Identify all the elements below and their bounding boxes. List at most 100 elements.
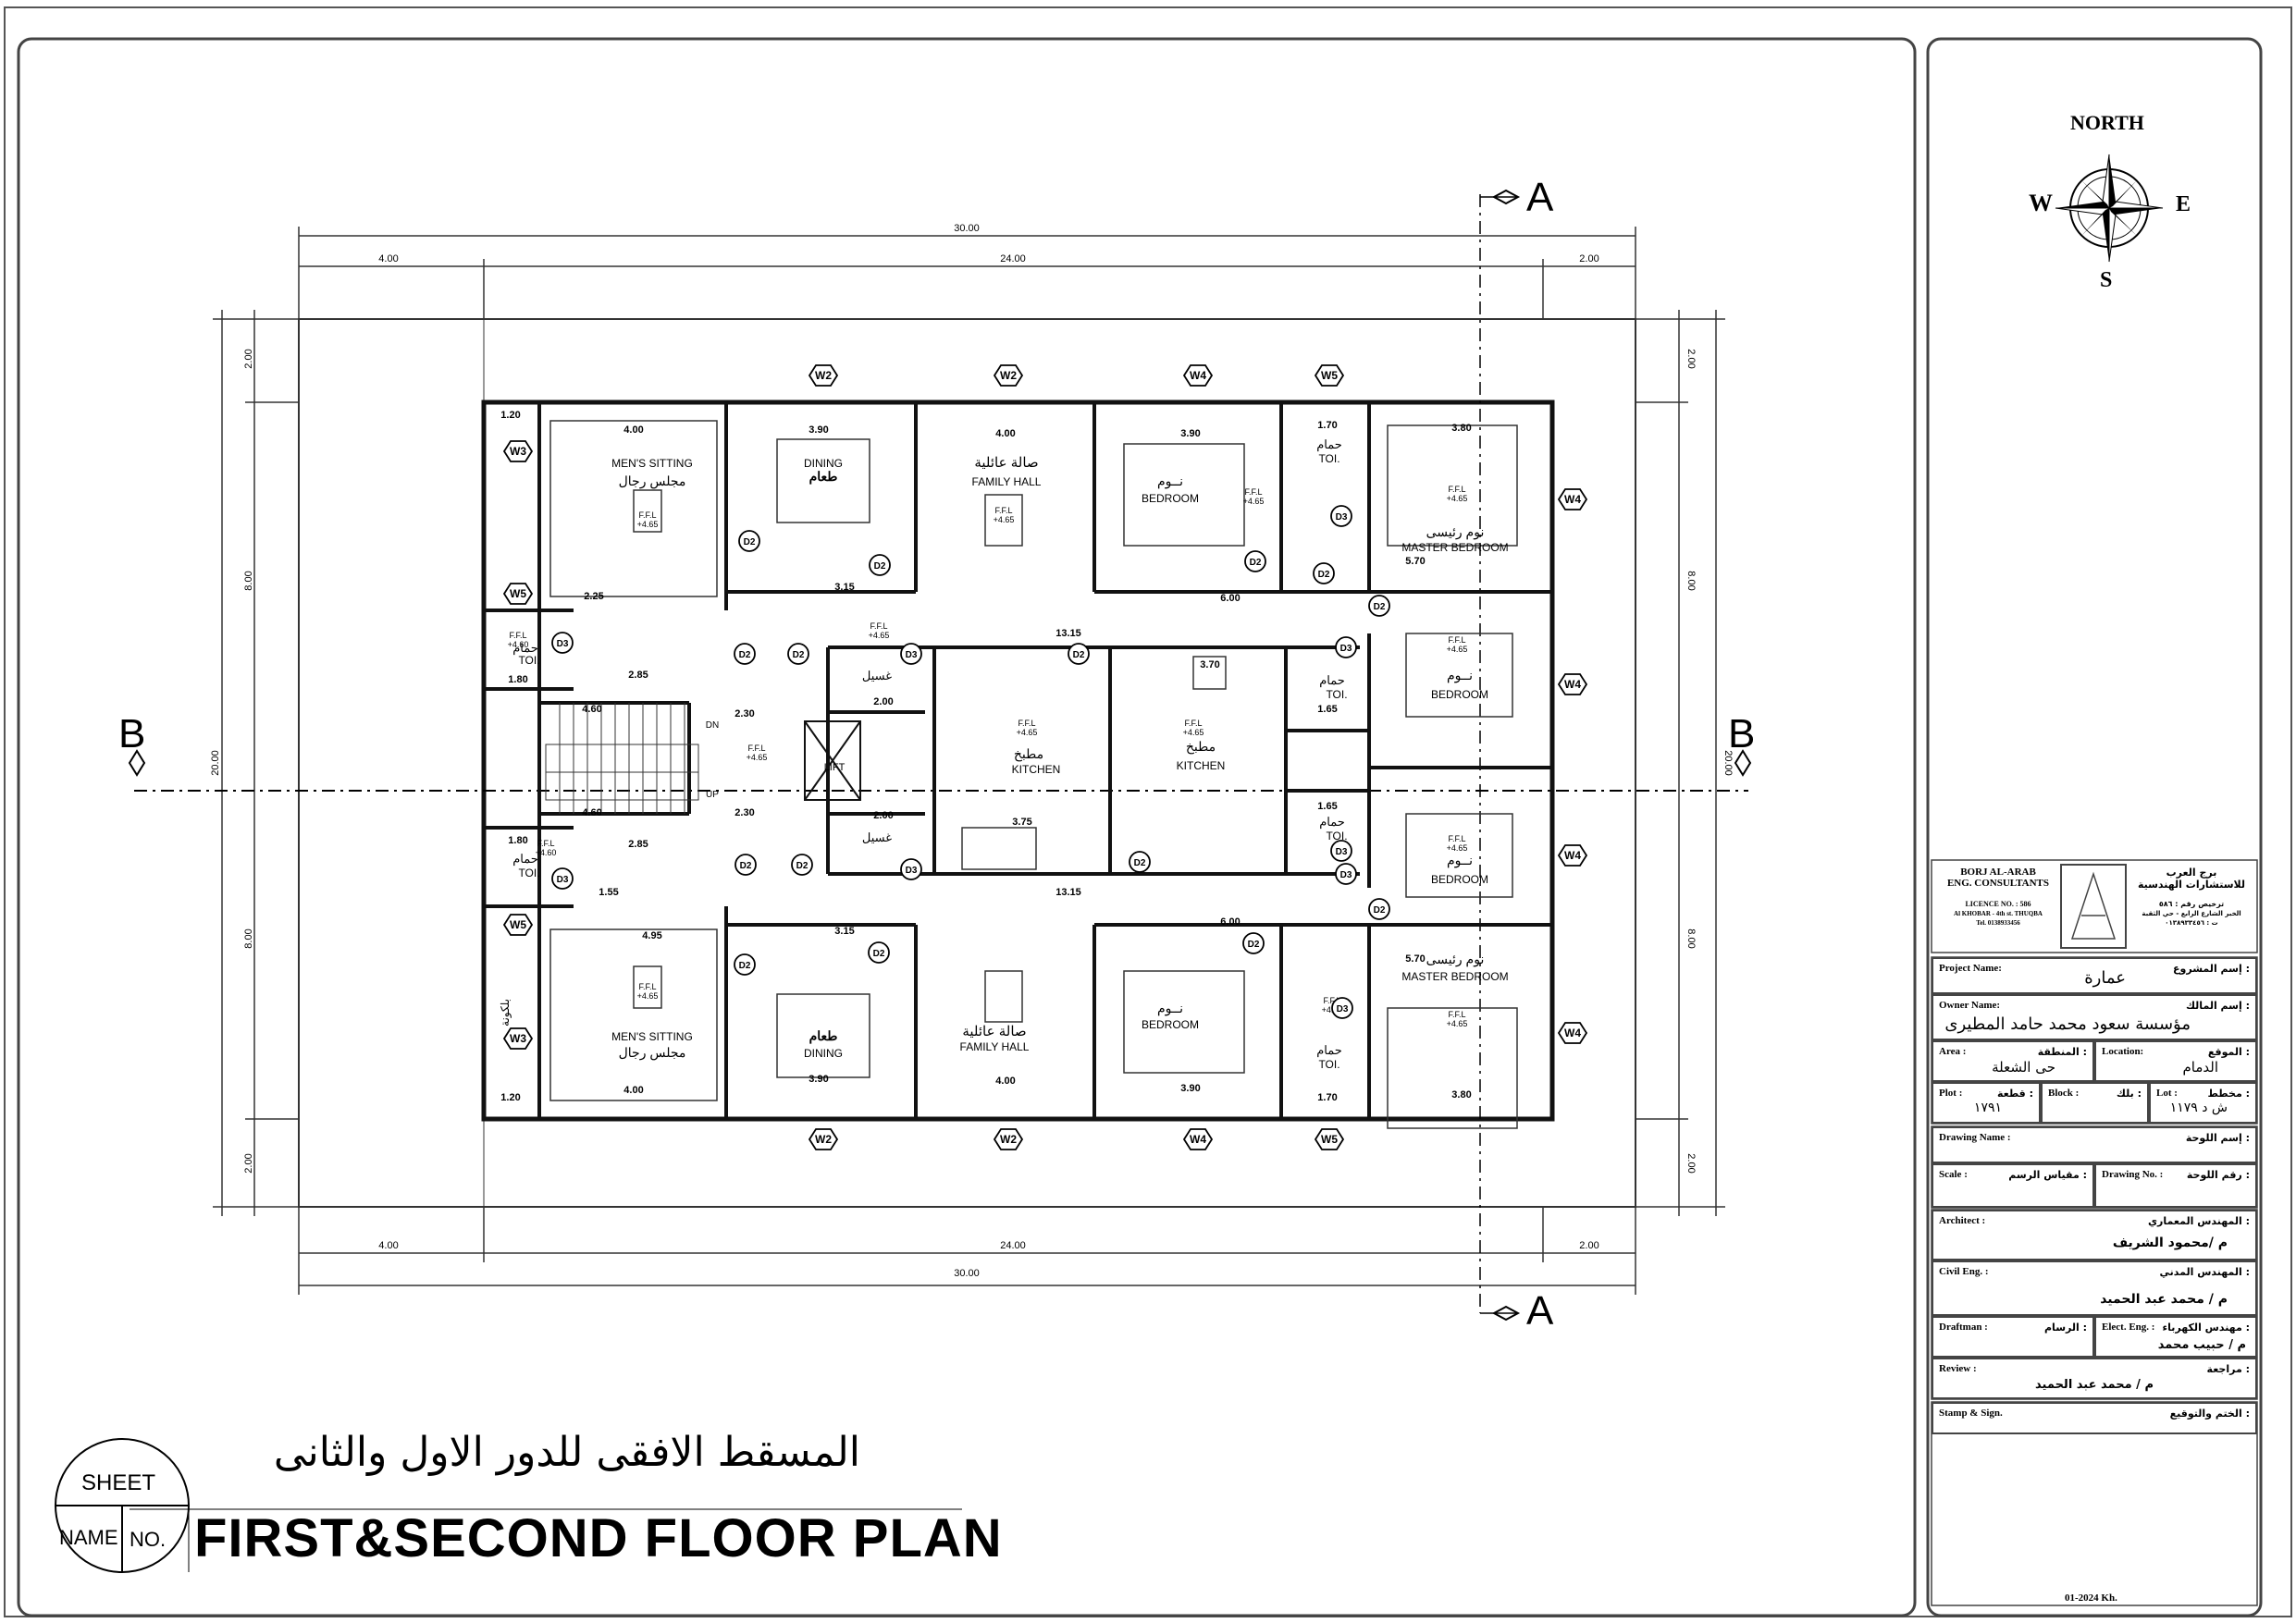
stair-dn-label: DN bbox=[706, 720, 719, 731]
tag-d3-4: D3 bbox=[1340, 870, 1352, 880]
dim-room-120-b: 1.20 bbox=[500, 1092, 520, 1103]
room-toilet-5-en: TOI. bbox=[518, 654, 539, 667]
room-balcony-ar: بلكونة bbox=[499, 999, 512, 1027]
name-label: NAME bbox=[59, 1526, 118, 1549]
tag-d3-5: D3 bbox=[557, 639, 569, 649]
tag-w4-6: W4 bbox=[1564, 1027, 1581, 1039]
room-toilet-6-ar: حمام bbox=[512, 852, 538, 867]
dim-room-225: 2.25 bbox=[584, 591, 603, 602]
dim-room-600-a: 6.00 bbox=[1220, 593, 1240, 604]
ffl-label-7: F.F.L bbox=[1018, 719, 1035, 728]
block-label-ar: بلك : bbox=[2116, 1088, 2142, 1100]
drawing-no-label: Drawing No. : bbox=[2102, 1169, 2164, 1180]
tb-drawing-name-row: Drawing Name : إسم اللوحة : bbox=[1932, 1126, 2257, 1163]
architect-label-ar: المهندس المعماري : bbox=[2147, 1215, 2250, 1227]
room-family-hall-top-en: FAMILY HALL bbox=[972, 475, 1042, 488]
dim-room-285-b: 2.85 bbox=[628, 839, 648, 850]
ffl-label-9: F.F.L bbox=[747, 744, 765, 753]
tel-ar: ت : ٠١٣٨٩٣٣٤٥٦ bbox=[2165, 919, 2218, 927]
elect-value: م / حبيب محمد bbox=[2157, 1338, 2246, 1352]
ffl-label-15: F.F.L bbox=[1448, 1010, 1465, 1019]
ffl-value-14: +4.65 bbox=[1447, 843, 1468, 853]
company-name-en: BORJ AL-ARAB ENG. CONSULTANTS LICENCE NO… bbox=[1938, 867, 2058, 927]
plot-boundary bbox=[298, 318, 1636, 1208]
compass-e-label: E bbox=[2176, 192, 2191, 216]
ffl-label-13: F.F.L bbox=[1323, 996, 1340, 1005]
dim-side-depth-3: 8.00 bbox=[1685, 571, 1697, 590]
room-bedroom-3-en: BEDROOM bbox=[1431, 688, 1488, 701]
ffl-label-14: F.F.L bbox=[1448, 834, 1465, 843]
tag-w2-2: W2 bbox=[1000, 369, 1017, 382]
room-dining-bottom-en: DINING bbox=[804, 1047, 843, 1060]
tb-lot-row: Lot : مخطط : ش د ١١٧٩ bbox=[2149, 1082, 2257, 1124]
dim-room-315-a: 3.15 bbox=[834, 582, 854, 593]
dim-total-depth-right: 20.00 bbox=[1722, 750, 1734, 776]
section-b-left-label: B bbox=[118, 711, 145, 756]
tag-d2-5: D2 bbox=[1374, 602, 1386, 612]
north-label: NORTH bbox=[2070, 111, 2144, 134]
tag-d2-15: D2 bbox=[739, 961, 751, 971]
stair-up-label: UP bbox=[706, 790, 719, 800]
room-bedroom-3-ar: نــوم bbox=[1447, 668, 1473, 683]
dim-room-460-b: 4.60 bbox=[582, 807, 601, 818]
compass-s-label: S bbox=[2100, 268, 2113, 292]
dim-room-200-b: 2.00 bbox=[873, 810, 893, 821]
owner-label: Owner Name: bbox=[1939, 1000, 2001, 1011]
tb-owner-row: Owner Name: إسم المالك : مؤسسة سعود محمد… bbox=[1932, 994, 2257, 1040]
dim-room-165-a: 1.65 bbox=[1317, 704, 1337, 715]
ffl-value-3: +4.65 bbox=[994, 515, 1015, 524]
dim-room-390-b: 3.90 bbox=[1180, 428, 1200, 439]
room-laundry-1-ar: غسيل bbox=[862, 669, 892, 682]
section-lines bbox=[128, 189, 1752, 1322]
tag-w5-1: W5 bbox=[1321, 369, 1338, 382]
tag-w3-1: W3 bbox=[510, 445, 526, 458]
ffl-value-12: +4.65 bbox=[869, 631, 890, 640]
lot-label-ar: مخطط : bbox=[2207, 1088, 2250, 1100]
review-value: م / محمد عبد الحميد bbox=[2035, 1378, 2154, 1392]
area-value: حى الشعلة bbox=[1992, 1059, 2055, 1076]
company-logo-icon bbox=[2070, 871, 2117, 940]
stair bbox=[545, 703, 699, 814]
dim-room-400-b: 4.00 bbox=[623, 1085, 643, 1096]
dim-room-390-c: 3.90 bbox=[1180, 1083, 1200, 1094]
tag-w5-2: W5 bbox=[1321, 1133, 1338, 1146]
dim-room-380-b: 3.80 bbox=[1451, 1089, 1471, 1100]
dim-room-170-a: 1.70 bbox=[1317, 420, 1337, 431]
tag-w4-5: W4 bbox=[1564, 849, 1581, 862]
date-code: 01-2024 Kh. bbox=[2065, 1592, 2117, 1604]
review-label-ar: مراجعة : bbox=[2206, 1363, 2250, 1375]
plot-label-ar: قطعة : bbox=[1996, 1088, 2033, 1100]
tag-d3-6: D3 bbox=[557, 875, 569, 885]
room-kitchen-2-en: KITCHEN bbox=[1177, 759, 1226, 772]
drawing-name-label-ar: إسم اللوحة : bbox=[2185, 1132, 2250, 1144]
ffl-value-7: +4.65 bbox=[1017, 728, 1038, 737]
scale-label: Scale : bbox=[1939, 1169, 1968, 1180]
elect-label-ar: مهندس الكهرباء : bbox=[2162, 1322, 2250, 1334]
tag-w2-4: W2 bbox=[1000, 1133, 1017, 1146]
dim-room-400-c: 4.00 bbox=[995, 428, 1015, 439]
plot-label: Plot : bbox=[1939, 1088, 1963, 1099]
dim-edge-depth-3: 2.00 bbox=[1685, 349, 1697, 368]
tag-d2-14: D2 bbox=[873, 949, 885, 959]
project-name-label-ar: إسم المشروع : bbox=[2173, 963, 2250, 975]
room-laundry-2-ar: غسيل bbox=[862, 830, 892, 844]
tb-project-row: Project Name: إسم المشروع : عمارة bbox=[1932, 957, 2257, 994]
tb-plot-row: Plot : قطعة : ١٧٩١ bbox=[1932, 1082, 2041, 1124]
architect-value: م /محمود الشريف bbox=[2112, 1236, 2228, 1250]
company-ar-line-1: برج العرب bbox=[2166, 867, 2217, 879]
tb-stamp-row: Stamp & Sign. الختم والتوقيع : bbox=[1932, 1402, 2257, 1434]
room-family-hall-top-ar: صالة عائلية bbox=[974, 455, 1038, 471]
ffl-value-6: +4.65 bbox=[1447, 645, 1468, 654]
dim-side-depth-4: 8.00 bbox=[1685, 928, 1697, 948]
room-kitchen-2-ar: مطبخ bbox=[1186, 739, 1216, 755]
dim-side-depth-1: 8.00 bbox=[243, 571, 254, 590]
ffl-value-5: +4.65 bbox=[1447, 494, 1468, 503]
licence-en: LICENCE NO. : 586 bbox=[1965, 900, 2031, 908]
tag-d2-6: D2 bbox=[739, 650, 751, 660]
dim-side-depth-2: 8.00 bbox=[243, 928, 254, 948]
room-dining-top-en: DINING bbox=[804, 457, 843, 470]
dim-room-165-b: 1.65 bbox=[1317, 801, 1337, 812]
dim-inner-width-bottom: 24.00 bbox=[1000, 1240, 1026, 1251]
company-ar-line-2: للاستشارات الهندسية bbox=[2137, 879, 2246, 891]
dim-room-460-a: 4.60 bbox=[582, 704, 601, 715]
